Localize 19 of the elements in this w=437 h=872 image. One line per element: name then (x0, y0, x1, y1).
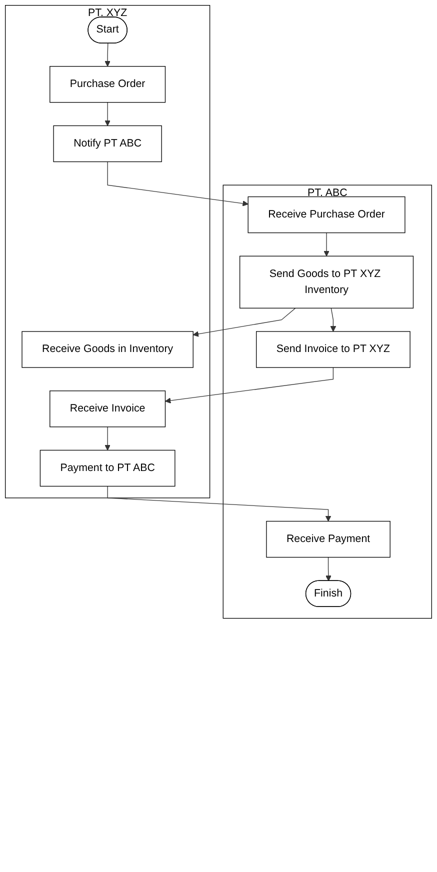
arrow (324, 232, 330, 256)
node-box: Send Goods to PT XYZ Inventory (239, 256, 414, 308)
node-box: Receive Payment (266, 520, 390, 558)
arrow (107, 161, 248, 206)
node-box: Purchase Order (50, 66, 166, 103)
node-box: Notify PT ABC (53, 125, 162, 162)
arrow (107, 486, 332, 522)
node-box: Payment to PT ABC (40, 450, 176, 487)
node-box: Receive Goods in Inventory (22, 331, 194, 368)
arrow (326, 556, 332, 582)
arrow (104, 426, 110, 450)
arrow (104, 102, 110, 126)
arrow (164, 367, 334, 404)
node-box: Receive Purchase Order (248, 196, 406, 234)
arrow (330, 308, 336, 332)
node-box: Send Invoice to PT XYZ (256, 331, 410, 368)
arrow (192, 308, 296, 337)
arrow (104, 43, 110, 67)
node-box: Receive Invoice (50, 390, 166, 428)
